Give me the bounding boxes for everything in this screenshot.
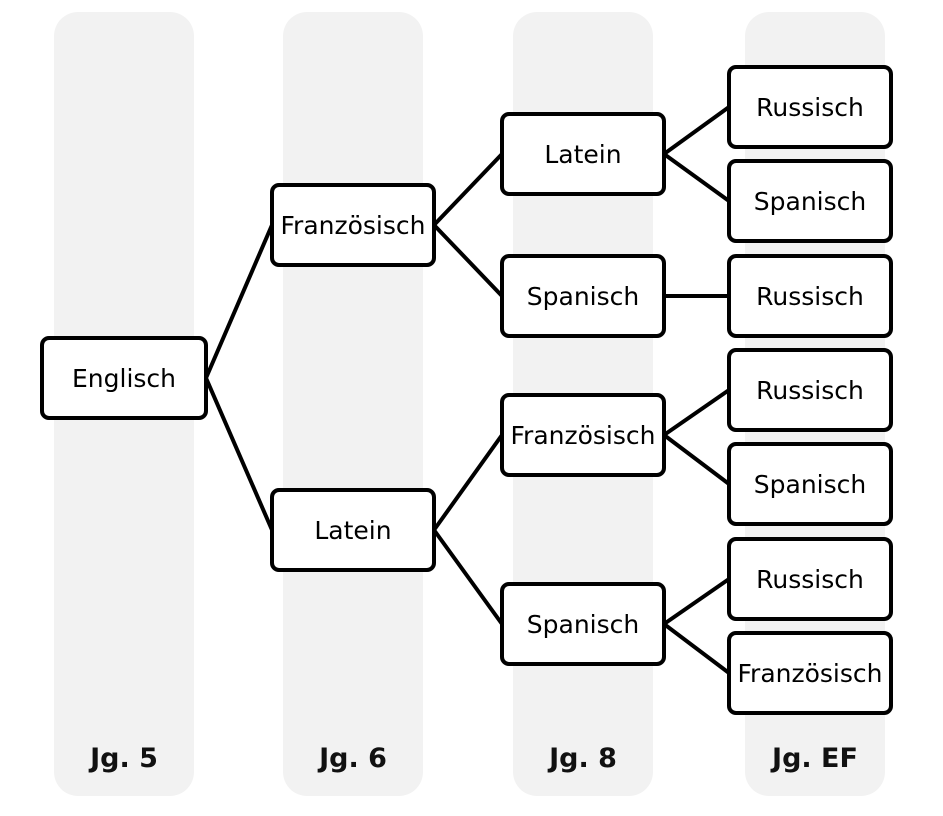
- connector-jg5_englisch-jg6_franzoesisch: [204, 223, 274, 380]
- node-jg8-latein: Latein: [500, 112, 666, 196]
- node-ef-russisch-1: Russisch: [727, 65, 893, 149]
- node-jg8-spanisch-b: Spanisch: [500, 582, 666, 666]
- connector-jg6_latein-jg8_franzoesisch: [432, 433, 504, 532]
- node-jg5-englisch: Englisch: [40, 336, 208, 420]
- connector-jg8_franzoesisch-ef_russisch_3: [662, 388, 731, 437]
- node-ef-russisch-2: Russisch: [727, 254, 893, 338]
- node-jg8-spanisch-a: Spanisch: [500, 254, 666, 338]
- node-jg6-latein: Latein: [270, 488, 436, 572]
- column-jg6: Jg. 6: [283, 12, 423, 796]
- node-ef-russisch-4: Russisch: [727, 537, 893, 621]
- node-ef-franzoesisch: Französisch: [727, 631, 893, 715]
- connector-jg8_latein-ef_russisch_1: [662, 105, 731, 156]
- node-jg8-franzoesisch: Französisch: [500, 393, 666, 477]
- connector-jg5_englisch-jg6_latein: [204, 376, 274, 532]
- node-ef-russisch-3: Russisch: [727, 348, 893, 432]
- column-label-jg5: Jg. 5: [90, 743, 158, 774]
- column-label-jgef: Jg. EF: [772, 743, 858, 774]
- connector-jg6_franzoesisch-jg8_latein: [432, 152, 504, 227]
- node-ef-spanisch-2: Spanisch: [727, 442, 893, 526]
- connector-jg6_latein-jg8_spanisch_b: [432, 528, 504, 626]
- node-ef-spanisch-1: Spanisch: [727, 159, 893, 243]
- connector-jg8_spanisch_b-ef_russisch_4: [662, 577, 731, 626]
- column-label-jg6: Jg. 6: [319, 743, 387, 774]
- connector-jg8_spanisch_b-ef_franzoesisch: [662, 622, 731, 675]
- connector-jg8_latein-ef_spanisch_1: [662, 152, 731, 203]
- connector-jg6_franzoesisch-jg8_spanisch_a: [432, 223, 504, 298]
- node-jg6-franzoesisch: Französisch: [270, 183, 436, 267]
- connector-jg8_franzoesisch-ef_spanisch_2: [662, 433, 731, 486]
- column-label-jg8: Jg. 8: [549, 743, 617, 774]
